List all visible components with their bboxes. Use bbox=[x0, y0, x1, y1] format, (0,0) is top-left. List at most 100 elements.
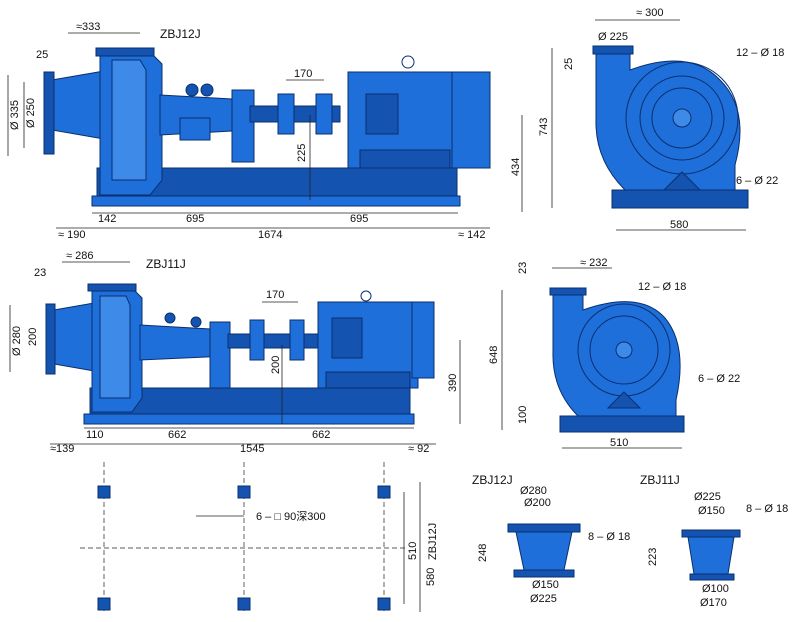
zbj12j-front-base bbox=[611, 189, 749, 209]
zbj12j-bearing-cover bbox=[179, 117, 211, 141]
zbj12j-front-top-w: ≈ 300 bbox=[636, 7, 663, 19]
zbj12j-shaft-h: 225 bbox=[296, 144, 308, 162]
zbj12j-bearing-support bbox=[231, 89, 255, 163]
zbj12j-side-title: ZBJ12J bbox=[160, 27, 201, 41]
zbj11j-lifting-eye bbox=[360, 290, 372, 302]
zbj12j-flange-height: 248 bbox=[477, 544, 489, 562]
zbj12j-flange-title: ZBJ12J bbox=[472, 473, 513, 487]
zbj11j-left-over: ≈139 bbox=[50, 443, 74, 455]
zbj11j-flange-top bbox=[681, 529, 741, 538]
zbj12j-side-view: ZBJ12J ≈333 25 Ø 335 Ø 250 bbox=[7, 21, 523, 241]
zbj12j-front-ring-2 bbox=[639, 75, 725, 161]
zbj12j-right-over: ≈ 142 bbox=[458, 229, 485, 241]
zbj12j-total: 1674 bbox=[258, 229, 282, 241]
zbj11j-front-ring-2 bbox=[589, 315, 659, 385]
zbj11j-total: 1545 bbox=[240, 443, 264, 455]
zbj12j-flange-top-id: Ø200 bbox=[524, 497, 551, 509]
zbj12j-flange-bolts: 8 – Ø 18 bbox=[588, 531, 630, 543]
zbj12j-flange-bot-id: Ø150 bbox=[532, 579, 559, 591]
anchor-hole bbox=[377, 485, 391, 499]
zbj11j-front-base bbox=[559, 415, 685, 433]
zbj11j-right-over: ≈ 92 bbox=[408, 443, 429, 455]
zbj11j-front-top-w: ≈ 232 bbox=[580, 257, 607, 269]
zbj12j-front-hub bbox=[672, 108, 692, 128]
zbj12j-flange-thk: 25 bbox=[36, 49, 48, 61]
zbj12j-front-top-flange bbox=[592, 45, 634, 55]
zbj11j-front-anchors: 6 – Ø 22 bbox=[698, 373, 740, 385]
zbj12j-left-over: ≈ 190 bbox=[58, 229, 85, 241]
zbj12j-flange-bore: Ø 250 bbox=[25, 98, 37, 128]
zbj11j-seg-mid2: 662 bbox=[312, 429, 330, 441]
zbj12j-front-view: ≈ 300 Ø 225 25 743 12 – Ø 18 6 – Ø 22 58… bbox=[538, 7, 784, 231]
zbj11j-oiler-2 bbox=[190, 316, 202, 328]
zbj11j-base-foot bbox=[83, 413, 415, 425]
zbj12j-seg-mid2: 695 bbox=[350, 213, 368, 225]
zbj11j-front-top-offset: 23 bbox=[517, 262, 529, 274]
zbj11j-flange-od: Ø 280 bbox=[11, 326, 23, 356]
zbj12j-motor-fan-cover bbox=[451, 71, 491, 169]
zbj12j-inlet-flange bbox=[43, 71, 55, 155]
zbj12j-top-offset: ≈333 bbox=[76, 21, 100, 33]
zbj12j-oiler-1 bbox=[185, 83, 199, 97]
anchor-hole bbox=[377, 597, 391, 611]
zbj11j-outlet-flange bbox=[87, 283, 137, 292]
anchor-hole bbox=[97, 597, 111, 611]
anchor-hole bbox=[237, 597, 251, 611]
zbj11j-shaft-h: 200 bbox=[270, 356, 282, 374]
zbj12j-front-ring-3 bbox=[651, 87, 713, 149]
zbj12j-outlet-flange bbox=[95, 47, 155, 57]
zbj12j-oiler-2 bbox=[200, 83, 214, 97]
zbj12j-front-casing bbox=[595, 53, 741, 191]
zbj12j-motor-feet bbox=[359, 149, 451, 169]
zbj12j-flange-top bbox=[507, 523, 581, 533]
zbj11j-front-drain bbox=[606, 391, 642, 409]
zbj12j-front-flange-thk: 25 bbox=[563, 58, 575, 70]
zbj11j-flange-bolts: 8 – Ø 18 bbox=[746, 503, 788, 515]
zbj11j-front-base-w: 510 bbox=[610, 437, 628, 449]
zbj12j-front-flange-d: Ø 225 bbox=[598, 31, 628, 43]
foundation-dim-510: 510 bbox=[407, 542, 419, 560]
zbj11j-flange-detail: ZBJ11J Ø225 Ø150 8 – Ø 18 223 Ø100 Ø170 bbox=[640, 473, 788, 609]
foundation-plan: 6 – □ 90深300 510 580 ZBJ12J bbox=[80, 462, 439, 612]
zbj11j-flange-bot-id: Ø100 bbox=[702, 583, 729, 595]
zbj11j-side-view: ZBJ11J ≈ 286 23 Ø 280 200 170 200 390 11… bbox=[9, 250, 461, 455]
zbj11j-front-top-flange bbox=[549, 287, 587, 296]
zbj12j-front-bolts: 12 – Ø 18 bbox=[736, 47, 784, 59]
zbj11j-front-foot-h: 100 bbox=[517, 406, 529, 424]
zbj11j-flange-top-od: Ø225 bbox=[694, 491, 721, 503]
zbj11j-base-h: 390 bbox=[447, 374, 459, 392]
zbj12j-front-base-w: 580 bbox=[670, 219, 688, 231]
zbj12j-coupling-half-1 bbox=[277, 93, 295, 135]
zbj11j-front-height: 648 bbox=[488, 346, 500, 364]
zbj11j-coupling-half-2 bbox=[289, 319, 305, 361]
anchor-hole bbox=[237, 485, 251, 499]
zbj11j-flange-body bbox=[687, 536, 735, 575]
zbj12j-flange-top-od: Ø280 bbox=[520, 485, 547, 497]
zbj12j-front-height: 743 bbox=[538, 118, 550, 136]
zbj12j-flange-detail: ZBJ12J Ø280 Ø200 8 – Ø 18 248 Ø150 Ø225 bbox=[472, 473, 630, 605]
zbj12j-base-h: 434 bbox=[510, 158, 522, 176]
zbj11j-inlet-flange bbox=[45, 303, 56, 375]
zbj11j-flange-thk: 23 bbox=[34, 267, 46, 279]
zbj12j-coupling: 170 bbox=[294, 68, 312, 80]
zbj12j-seg-left: 142 bbox=[98, 213, 116, 225]
zbj12j-front-anchors: 6 – Ø 22 bbox=[736, 175, 778, 187]
zbj11j-flange-bore: 200 bbox=[27, 328, 39, 346]
zbj11j-front-hub bbox=[615, 341, 633, 359]
zbj11j-coupling-half-1 bbox=[249, 319, 265, 361]
zbj11j-terminal-box bbox=[331, 317, 363, 359]
foundation-dim-580: 580 bbox=[425, 568, 437, 586]
zbj12j-flange-bottom bbox=[513, 569, 575, 578]
zbj12j-seg-mid1: 695 bbox=[186, 213, 204, 225]
zbj11j-shaft bbox=[227, 333, 321, 349]
zbj11j-seg-left: 110 bbox=[86, 429, 104, 441]
zbj12j-base-foot bbox=[91, 195, 461, 207]
zbj12j-flange-od: Ø 335 bbox=[9, 100, 21, 130]
zbj11j-casing-inner bbox=[99, 295, 131, 399]
zbj12j-terminal-box bbox=[365, 93, 399, 135]
zbj11j-oiler-1 bbox=[164, 312, 176, 324]
zbj11j-motor-feet bbox=[325, 371, 411, 389]
foundation-holes: 6 – □ 90深300 bbox=[256, 510, 326, 523]
